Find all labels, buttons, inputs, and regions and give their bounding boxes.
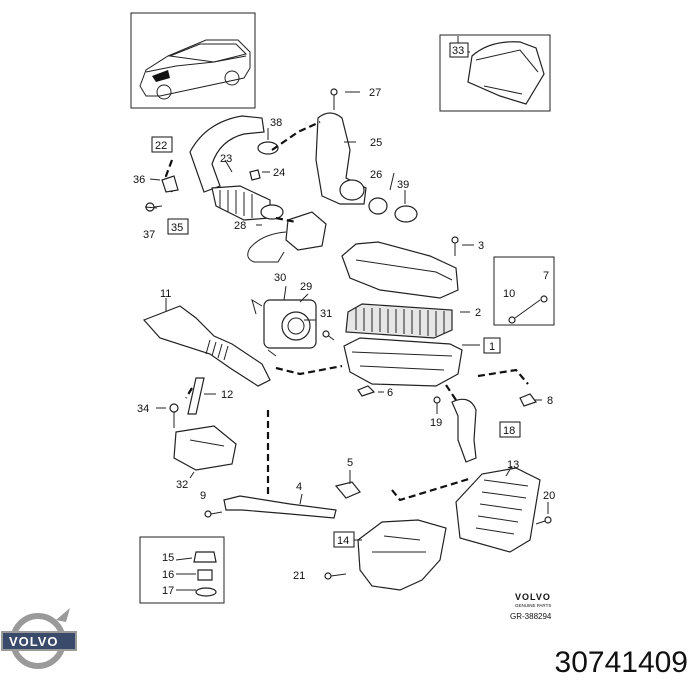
callout-5: 5 <box>347 457 353 469</box>
air-guide <box>455 467 541 553</box>
intake-hose-upper <box>189 115 284 221</box>
callout-31: 31 <box>320 308 332 320</box>
callout-4: 4 <box>296 481 302 493</box>
callout-22: 22 <box>155 140 167 152</box>
callout-21: 21 <box>293 570 305 582</box>
callout-10: 10 <box>503 288 515 300</box>
grommet-8 <box>519 393 537 407</box>
callout-6: 6 <box>387 387 393 399</box>
callout-2: 2 <box>475 307 481 319</box>
callout-1: 1 <box>489 341 495 353</box>
grommet-6 <box>357 385 376 397</box>
screw-34 <box>169 403 179 428</box>
screw-20 <box>535 516 552 525</box>
callout-14: 14 <box>337 535 349 547</box>
callout-9: 9 <box>200 490 206 502</box>
logo-wordmark: VOLVO <box>9 634 59 649</box>
throttle-body <box>251 298 317 357</box>
callout-34: 34 <box>137 403 149 415</box>
leader-lines <box>144 36 549 591</box>
screw-3 <box>451 236 459 256</box>
clip-36 <box>161 175 179 193</box>
small-hose <box>451 398 477 463</box>
callout-37: 37 <box>143 229 155 241</box>
brand-tagline: GENUINE PARTS <box>515 603 551 608</box>
callout-3: 3 <box>478 240 484 252</box>
brand-block: VOLVO GENUINE PARTS GR-388294 <box>510 592 552 621</box>
air-flow-sensor <box>247 211 327 263</box>
screw-21 <box>324 572 347 580</box>
screw-7 <box>540 295 548 303</box>
screw-10 <box>508 299 541 324</box>
callout-36: 36 <box>133 174 145 186</box>
callouts: 27 38 25 23 24 36 26 39 37 28 3 7 30 29 … <box>133 87 555 597</box>
callout-17: 17 <box>162 585 174 597</box>
callout-12: 12 <box>221 389 233 401</box>
air-filter-cover <box>341 241 459 299</box>
callout-30: 30 <box>274 272 286 284</box>
callout-26: 26 <box>370 169 382 181</box>
callout-20: 20 <box>543 490 555 502</box>
brand-name: VOLVO <box>515 592 551 602</box>
air-filter-element <box>345 303 453 339</box>
lower-housing <box>357 519 447 591</box>
bracket-4 <box>223 481 361 519</box>
callout-28: 28 <box>234 220 246 232</box>
callout-25: 25 <box>370 137 382 149</box>
bracket-32 <box>173 377 237 471</box>
part-number: 30741409 <box>554 646 688 679</box>
screw-27 <box>330 88 338 110</box>
callout-15: 15 <box>162 552 174 564</box>
callout-8: 8 <box>547 395 553 407</box>
screw-19 <box>433 396 441 414</box>
callout-18: 18 <box>503 425 515 437</box>
callout-39: 39 <box>397 179 409 191</box>
clip-24 <box>249 169 261 181</box>
heat-shield-box <box>439 34 551 112</box>
callout-27: 27 <box>369 87 381 99</box>
callout-16: 16 <box>162 569 174 581</box>
callout-32: 32 <box>176 479 188 491</box>
callout-33: 33 <box>452 45 464 57</box>
screw-9 <box>204 510 223 518</box>
mount-box-15-17 <box>139 536 225 604</box>
car-thumbnail <box>130 12 256 109</box>
callout-35: 35 <box>171 222 183 234</box>
callout-24: 24 <box>273 167 285 179</box>
callout-13: 13 <box>507 459 519 471</box>
diagram-reference: GR-388294 <box>510 612 552 621</box>
screw-31 <box>322 330 335 341</box>
air-box-lower <box>343 337 463 387</box>
callout-29: 29 <box>300 281 312 293</box>
volvo-logo: VOLVO <box>1 608 77 669</box>
callout-23: 23 <box>220 153 232 165</box>
intake-hose-lower <box>142 305 271 387</box>
boxed-callouts: 33 22 35 1 18 14 <box>151 42 521 548</box>
callout-7: 7 <box>543 270 549 282</box>
callout-11: 11 <box>160 288 171 300</box>
callout-19: 19 <box>430 417 442 429</box>
callout-38: 38 <box>270 117 282 129</box>
connection-lines <box>164 120 529 502</box>
fastener-box-7-10 <box>493 256 555 326</box>
intake-duct <box>315 112 418 223</box>
